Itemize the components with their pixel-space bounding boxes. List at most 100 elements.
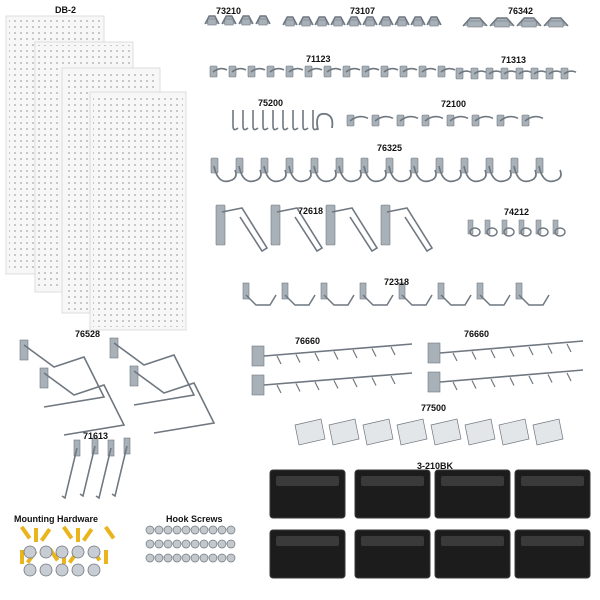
- anchor: [104, 550, 108, 564]
- u-hook: [359, 282, 367, 300]
- double-hook: [39, 367, 49, 389]
- screw: [199, 553, 209, 563]
- loop-hook: [285, 157, 294, 174]
- anchor: [81, 528, 94, 542]
- screw: [217, 553, 227, 563]
- rack: [427, 371, 441, 393]
- screw: [172, 553, 182, 563]
- label-77500: 77500: [421, 403, 447, 413]
- racks-76660: [251, 340, 584, 396]
- hooks-76325: [210, 157, 562, 183]
- screw: [226, 553, 236, 563]
- label-73107: 73107: [350, 6, 376, 16]
- u-hook: [380, 204, 391, 246]
- j-hook: [282, 110, 289, 131]
- bin-holder: [532, 418, 564, 446]
- u-hook: [215, 204, 226, 246]
- loop-hook: [460, 157, 469, 174]
- bin-holder: [464, 418, 496, 446]
- screw: [154, 525, 164, 535]
- screw: [208, 553, 218, 563]
- hooks-71313: [455, 67, 577, 80]
- anchor: [19, 525, 32, 540]
- screw: [181, 539, 191, 549]
- double-hook: [19, 339, 29, 361]
- screw: [217, 525, 227, 535]
- washer: [87, 563, 101, 577]
- loop-hook: [410, 157, 419, 174]
- hook-screws: [145, 525, 236, 563]
- hooks-72618: [215, 204, 434, 253]
- hooks-71613: [61, 437, 131, 500]
- loop-hook: [535, 157, 544, 174]
- label-hook-screws: Hook Screws: [166, 514, 223, 524]
- screw: [154, 553, 164, 563]
- hooks-75200: [232, 110, 334, 131]
- holders-77500: [294, 418, 564, 446]
- label-76342: 76342: [508, 6, 534, 16]
- label-71123: 71123: [306, 54, 331, 64]
- loop-hook: [335, 157, 344, 174]
- screw: [208, 525, 218, 535]
- label-71313: 71313: [501, 55, 527, 65]
- hooks-76528: [19, 337, 216, 436]
- u-hook: [325, 204, 336, 246]
- bin-holder: [430, 418, 462, 446]
- screw: [190, 539, 200, 549]
- j-hook: [252, 110, 259, 131]
- loop-hook: [360, 157, 369, 174]
- s-hook: [316, 112, 334, 131]
- label-72318: 72318: [384, 277, 410, 287]
- screw: [190, 553, 200, 563]
- loop-hook: [510, 157, 519, 174]
- label-71613: 71613: [83, 431, 109, 441]
- loop-hook: [435, 157, 444, 174]
- screw: [172, 525, 182, 535]
- washer: [71, 545, 85, 559]
- bin-holder: [362, 418, 394, 446]
- u-hook: [476, 282, 484, 300]
- rack: [251, 374, 265, 396]
- screw: [163, 553, 173, 563]
- j-hook: [242, 110, 249, 131]
- u-hook: [242, 282, 250, 300]
- label-76528: 76528: [75, 329, 101, 339]
- j-hook: [232, 110, 239, 131]
- u-hook: [515, 282, 523, 300]
- label-76660-right: 76660: [464, 329, 490, 339]
- anchor: [104, 525, 116, 540]
- rack: [427, 342, 441, 364]
- screw: [226, 525, 236, 535]
- screw: [172, 539, 182, 549]
- u-hook: [398, 282, 406, 300]
- washer: [23, 545, 37, 559]
- clips-73107: [282, 16, 442, 27]
- screw: [145, 525, 155, 535]
- screw: [163, 539, 173, 549]
- hooks-72100: [346, 114, 544, 127]
- screw: [199, 525, 209, 535]
- label-pegboard: DB-2: [55, 5, 77, 15]
- u-hook: [270, 204, 281, 246]
- pegboard-panels: [5, 15, 187, 331]
- screw: [154, 539, 164, 549]
- hooks-72318: [242, 282, 550, 306]
- loop-hook: [385, 157, 394, 174]
- bins-3-210bk: [269, 469, 591, 579]
- washer: [39, 563, 53, 577]
- screw: [217, 539, 227, 549]
- anchor: [39, 528, 52, 542]
- label-74212: 74212: [504, 207, 530, 217]
- j-hook: [262, 110, 269, 131]
- j-hook: [292, 110, 299, 131]
- label-76325: 76325: [377, 143, 403, 153]
- label-72100: 72100: [441, 99, 467, 109]
- screw: [226, 539, 236, 549]
- anchor: [61, 525, 74, 540]
- bin-holder: [396, 418, 428, 446]
- anchor: [76, 528, 80, 542]
- double-hook: [109, 337, 119, 359]
- screw: [181, 553, 191, 563]
